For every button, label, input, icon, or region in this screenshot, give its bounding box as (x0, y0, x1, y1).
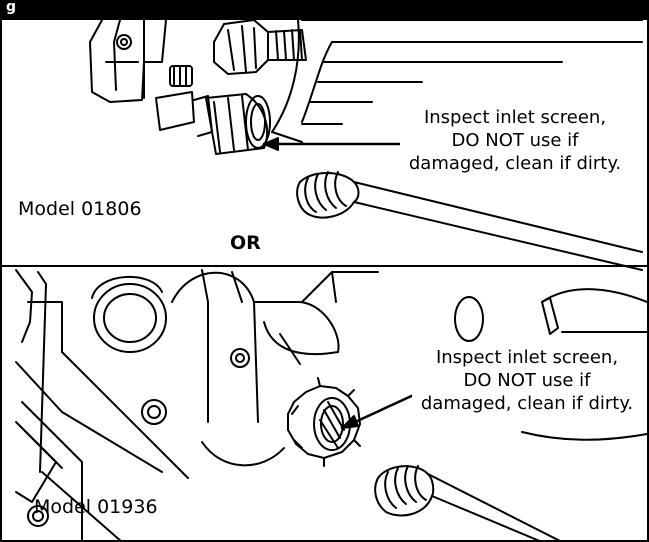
inlet-screen-callout-01806: Inspect inlet screen, DO NOT use if dama… (400, 106, 630, 175)
figure-header-bar: g (2, 2, 647, 20)
callout-line: Inspect inlet screen, (423, 107, 607, 128)
inlet-screen-callout-01936: Inspect inlet screen, DO NOT use if dama… (412, 346, 642, 415)
callout-line: Inspect inlet screen, (435, 347, 619, 368)
pump-illustration-01806 (89, 19, 643, 271)
model-label-01936: Model 01936 (34, 496, 158, 518)
callout-line: DO NOT use if (463, 370, 591, 391)
callout-line: damaged, clean if dirty. (408, 153, 622, 174)
figure-header-label: g (6, 0, 17, 15)
callout-line: damaged, clean if dirty. (420, 393, 634, 414)
callout-line: DO NOT use if (451, 130, 579, 151)
or-separator: OR (230, 232, 261, 254)
panel-divider (2, 265, 647, 267)
model-label-01806: Model 01806 (18, 198, 142, 220)
